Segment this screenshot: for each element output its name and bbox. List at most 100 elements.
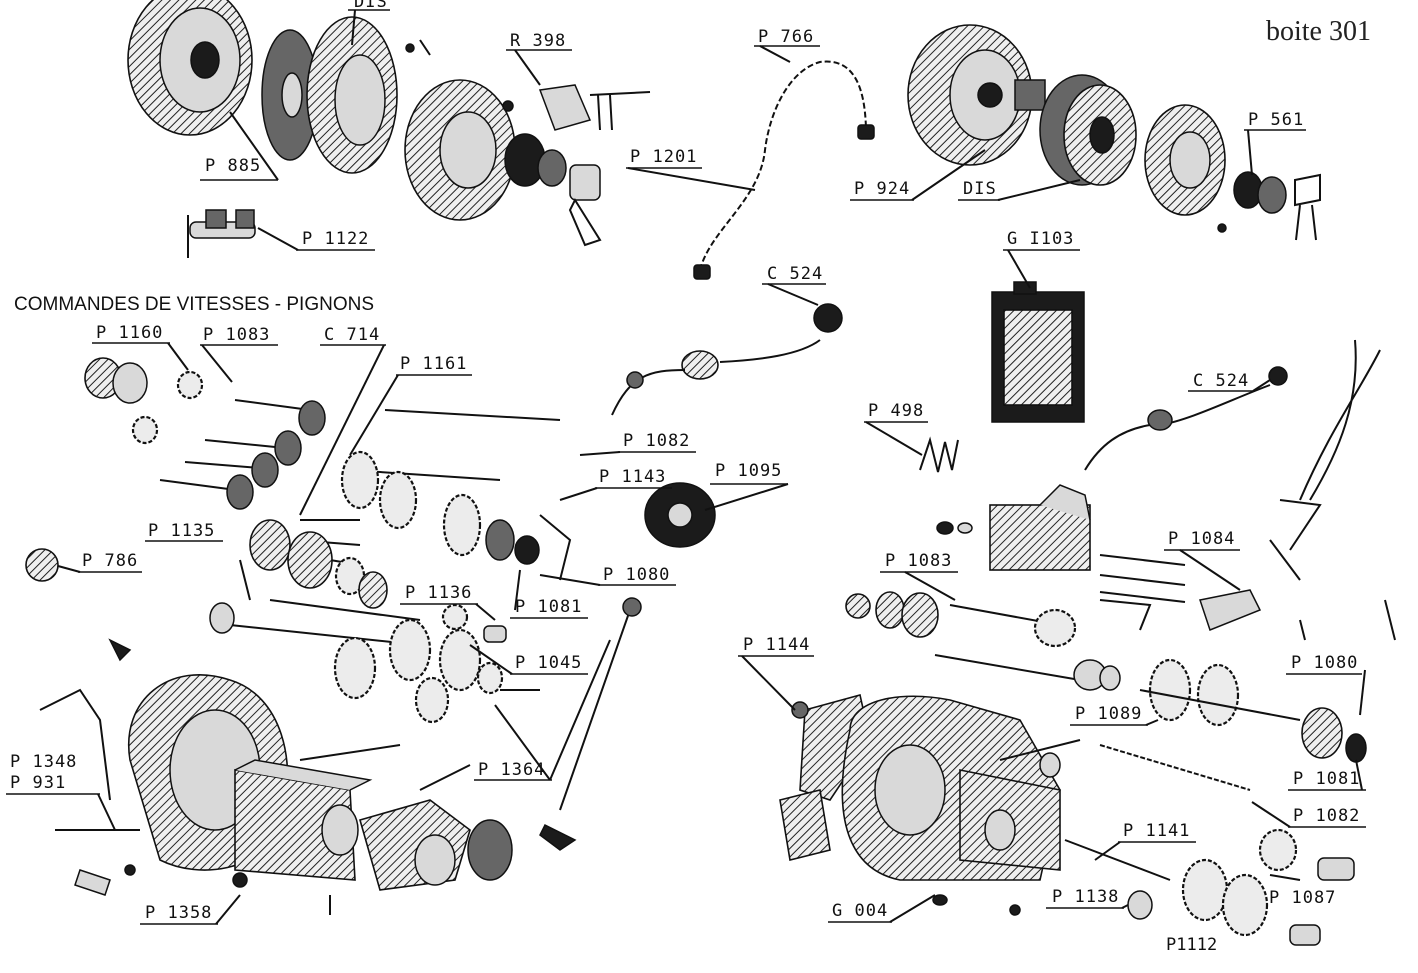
label-text: C 524 xyxy=(767,264,823,284)
label-p561: P 561 xyxy=(1244,110,1306,176)
label-text: P 1081 xyxy=(515,597,582,617)
label-p498: P 498 xyxy=(864,401,928,456)
gear-set-right-illustration xyxy=(845,484,1396,946)
label-text: P 498 xyxy=(868,401,924,421)
section-heading-group: COMMANDES DE VITESSES - PIGNONS xyxy=(14,294,374,315)
label-text: DIS xyxy=(354,0,388,12)
label-text: P 1045 xyxy=(515,653,582,673)
label-p1081-left: P 1081 xyxy=(510,569,588,619)
label-text: P 1095 xyxy=(715,461,782,481)
label-p1082-left: P 1082 xyxy=(579,431,696,456)
label-text: P 1082 xyxy=(1293,806,1360,826)
label-p1081-right: P 1081 xyxy=(1288,759,1366,791)
clutch-pedal-p1122-illustration xyxy=(187,209,256,258)
label-p924: P 924 xyxy=(850,149,986,201)
label-text: P 1082 xyxy=(623,431,690,451)
label-p1144: P 1144 xyxy=(738,635,814,711)
gear-set-left-illustration xyxy=(25,357,716,724)
label-text: P 786 xyxy=(82,551,138,571)
label-p885: P 885 xyxy=(200,111,279,181)
label-p1135: P 1135 xyxy=(145,521,251,601)
label-p1358: P 1358 xyxy=(140,894,241,925)
label-text: G 004 xyxy=(832,901,888,921)
label-p1084: P 1084 xyxy=(1164,529,1241,591)
label-text: P 1141 xyxy=(1123,821,1190,841)
label-p1136: P 1136 xyxy=(400,583,496,621)
label-p1364: P 1364 xyxy=(474,639,611,781)
label-p1087: P 1087 xyxy=(1269,874,1336,908)
label-text: DIS xyxy=(963,179,997,199)
label-text: P 1081 xyxy=(1293,769,1360,789)
label-p1348: P 1348 xyxy=(10,752,77,772)
label-p1201: P 1201 xyxy=(626,147,756,191)
oil-can-g1103-illustration xyxy=(991,281,1085,423)
clutch-assembly-right-illustration xyxy=(907,24,1321,241)
label-text: P 885 xyxy=(205,156,261,176)
label-g1103: G I103 xyxy=(1003,229,1080,289)
label-p1141: P 1141 xyxy=(1094,821,1196,861)
label-p1080-left: P 1080 xyxy=(539,565,676,586)
label-r398: R 398 xyxy=(506,31,572,86)
label-text: P 1201 xyxy=(630,147,697,167)
shift-rail-p1364-illustration xyxy=(539,597,642,851)
label-text: P 561 xyxy=(1248,110,1304,130)
label-dis-top: DIS xyxy=(348,0,390,46)
label-text: G I103 xyxy=(1007,229,1074,249)
label-p1045: P 1045 xyxy=(469,644,588,675)
label-text: P 1135 xyxy=(148,521,215,541)
label-text: R 398 xyxy=(510,31,566,51)
label-p1122: P 1122 xyxy=(257,227,375,251)
label-text: P 1084 xyxy=(1168,529,1235,549)
label-p1095: P 1095 xyxy=(704,461,789,511)
speedometer-cable-illustration xyxy=(693,60,875,280)
label-p1160: P 1160 xyxy=(92,323,189,371)
label-text: P 1161 xyxy=(400,354,467,374)
label-text: P 1144 xyxy=(743,635,810,655)
label-text: P 1083 xyxy=(885,551,952,571)
label-text: P 1160 xyxy=(96,323,163,343)
label-dis-right: DIS xyxy=(958,179,1081,201)
label-c714: C 714 xyxy=(299,325,386,516)
label-p1112: P1112 xyxy=(1166,935,1217,955)
label-text: P 1087 xyxy=(1269,888,1336,908)
label-g004: G 004 xyxy=(828,894,936,923)
label-p1083-left: P 1083 xyxy=(200,325,278,383)
gear-lever-left-illustration xyxy=(611,303,843,416)
label-p766: P 766 xyxy=(754,27,820,63)
gearbox-housing-left-illustration xyxy=(39,638,513,915)
label-p1161: P 1161 xyxy=(349,354,472,456)
label-text: P 924 xyxy=(854,179,910,199)
label-text: P 931 xyxy=(10,773,66,793)
label-c524-right: C 524 xyxy=(1188,371,1271,392)
label-text: P 1348 xyxy=(10,752,77,772)
label-text: P 1083 xyxy=(203,325,270,345)
label-text: P 1080 xyxy=(1291,653,1358,673)
label-p931: P 931 xyxy=(6,773,116,831)
label-text: P 1364 xyxy=(478,760,545,780)
label-text: C 524 xyxy=(1193,371,1249,391)
label-text: P1112 xyxy=(1166,935,1217,955)
label-text: P 1080 xyxy=(603,565,670,585)
label-p786: P 786 xyxy=(57,551,142,573)
gear-lever-right-illustration xyxy=(1084,339,1381,581)
label-p1143: P 1143 xyxy=(559,467,672,501)
label-text: P 1138 xyxy=(1052,887,1119,907)
label-p1082-right: P 1082 xyxy=(1251,801,1366,828)
label-text: C 714 xyxy=(324,325,380,345)
title-group: boite 301 xyxy=(1266,16,1371,47)
spring-p498-illustration xyxy=(919,436,959,473)
label-text: P 1143 xyxy=(599,467,666,487)
label-text: P 1122 xyxy=(302,229,369,249)
label-c524-top: C 524 xyxy=(762,264,826,306)
label-text: P 1089 xyxy=(1075,704,1142,724)
label-p1138: P 1138 xyxy=(1046,887,1129,909)
label-p1083-right: P 1083 xyxy=(880,551,958,601)
label-p1080-right: P 1080 xyxy=(1286,653,1362,675)
label-p1089: P 1089 xyxy=(1070,704,1159,726)
label-text: P 1358 xyxy=(145,903,212,923)
clutch-assembly-left-illustration xyxy=(127,0,651,247)
section-heading: COMMANDES DE VITESSES - PIGNONS xyxy=(14,294,374,315)
label-text: P 766 xyxy=(758,27,814,47)
label-text: P 1136 xyxy=(405,583,472,603)
